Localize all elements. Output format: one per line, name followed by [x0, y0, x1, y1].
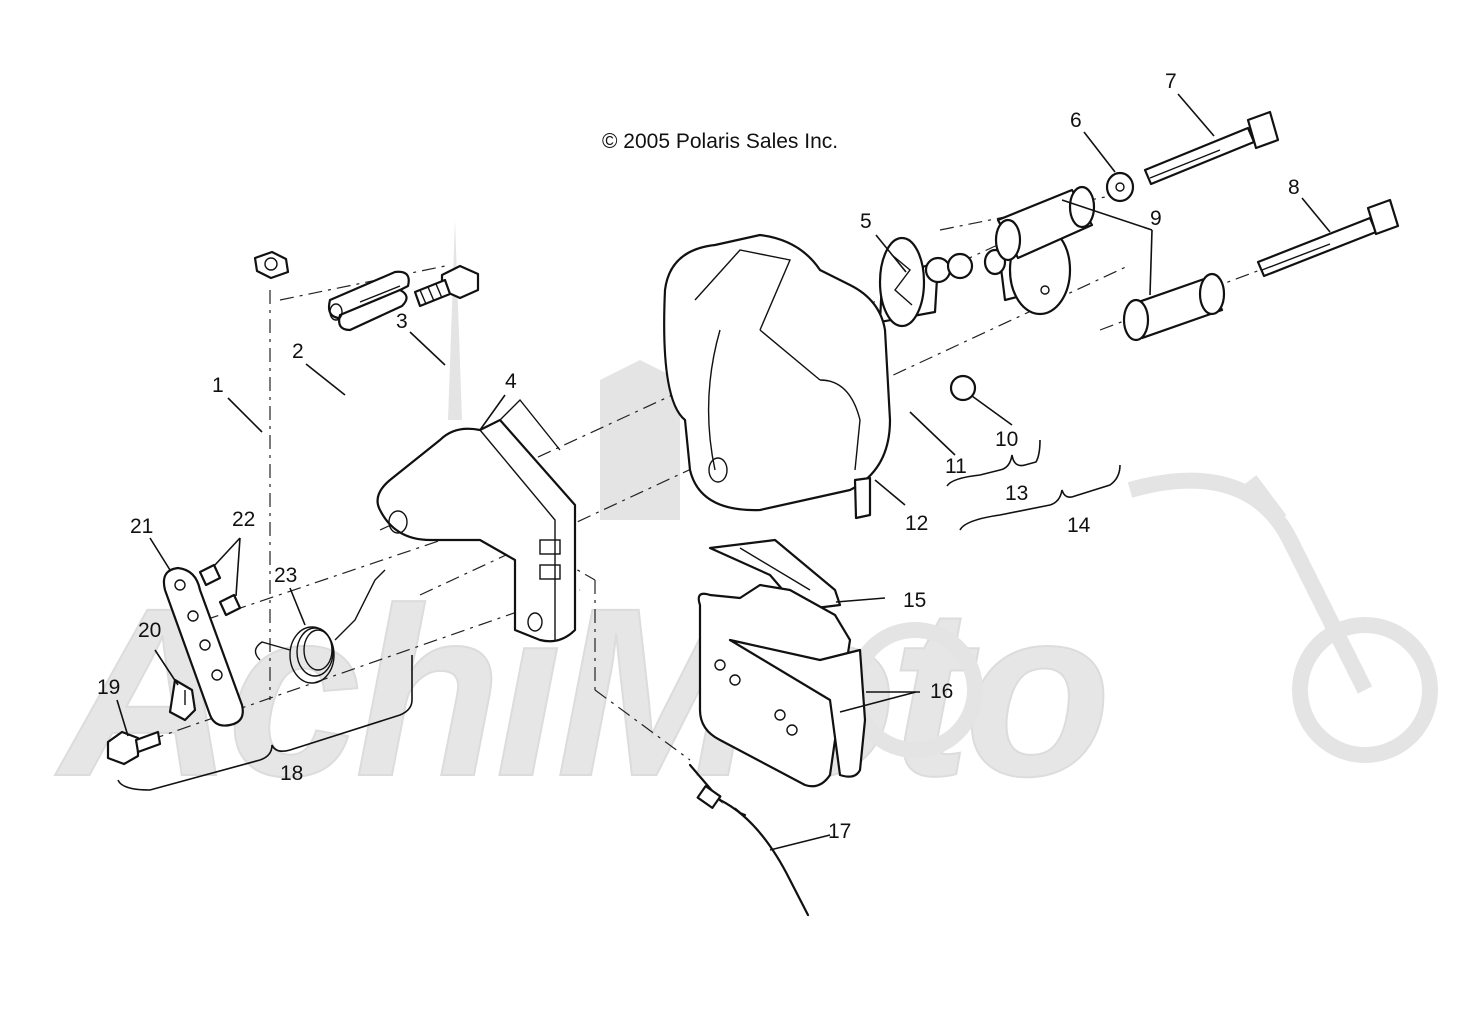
callout-18: 18 — [280, 762, 303, 785]
callout-14: 14 — [1067, 514, 1091, 537]
actuator-plate — [878, 236, 926, 328]
copyright-notice: © 2005 Polaris Sales Inc. — [602, 130, 839, 153]
callout-11: 11 — [945, 455, 967, 478]
callout-15: 15 — [903, 589, 926, 612]
small-bushings — [198, 563, 242, 617]
callout-8: 8 — [1288, 176, 1300, 199]
callout-21: 21 — [130, 515, 153, 538]
callout-16: 16 — [930, 680, 953, 703]
clevis — [327, 270, 410, 332]
callout-17: 17 — [828, 820, 851, 843]
callout-12: 12 — [905, 512, 928, 535]
washer — [1105, 171, 1135, 203]
callout-6: 6 — [1070, 109, 1082, 132]
callout-10: 10 — [995, 428, 1018, 451]
hex-nut — [253, 250, 290, 280]
callout-3: 3 — [396, 310, 408, 333]
lever-plate — [162, 566, 244, 727]
bushing-upper — [994, 185, 1096, 262]
bolt-8 — [1256, 198, 1400, 278]
callout-4: 4 — [505, 370, 517, 393]
bolt-3 — [413, 264, 480, 308]
pad-spring — [708, 538, 842, 612]
bracket — [376, 398, 577, 643]
callout-5: 5 — [860, 210, 872, 233]
braces — [117, 439, 1121, 791]
torsion-spring — [254, 569, 386, 684]
callout-labels: 1 2 3 4 5 6 7 8 9 10 11 12 13 14 15 16 1… — [97, 70, 1300, 843]
callout-13: 13 — [1005, 482, 1028, 505]
callout-19: 19 — [97, 676, 120, 699]
callout-7: 7 — [1165, 70, 1177, 93]
steel-balls — [924, 252, 977, 402]
brake-cable — [688, 763, 810, 917]
bushing-lower — [1122, 272, 1226, 342]
brake-pads — [697, 583, 867, 788]
retaining-clip — [168, 678, 197, 722]
caliper-body — [663, 233, 892, 520]
callout-20: 20 — [138, 619, 161, 642]
bolt-19 — [106, 730, 162, 766]
callout-9: 9 — [1150, 207, 1162, 230]
callout-23: 23 — [274, 564, 297, 587]
bolt-7 — [1143, 110, 1280, 186]
callout-2: 2 — [292, 340, 304, 363]
leader-lines — [116, 93, 1331, 851]
callout-1: 1 — [212, 374, 224, 397]
callout-22: 22 — [232, 508, 255, 531]
